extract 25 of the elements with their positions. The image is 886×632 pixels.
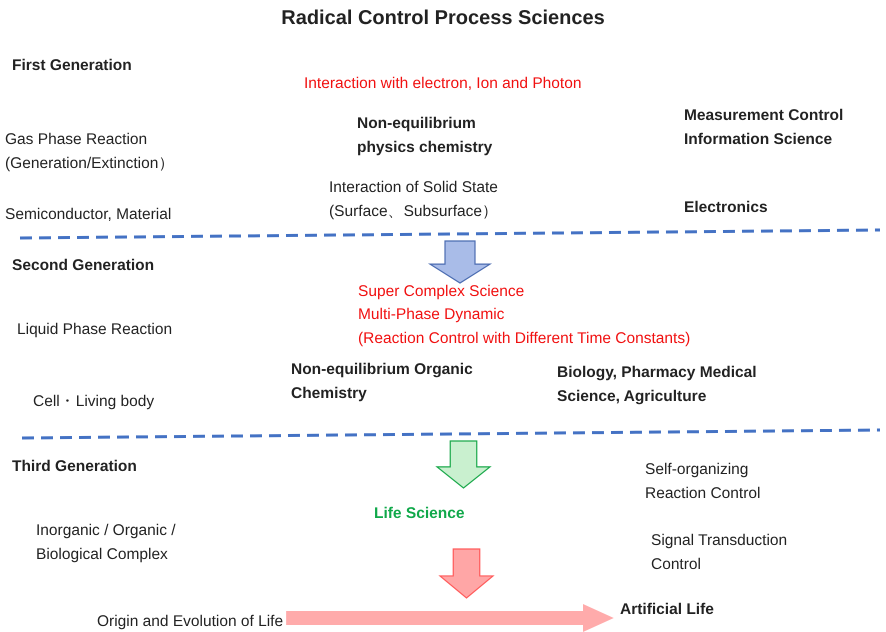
label-text: Super Complex Science	[358, 282, 526, 302]
label-text: Interaction of Solid State (Surface、Subsurface）	[329, 178, 499, 222]
label-text: Gas Phase Reaction (Generation/Extinction）	[5, 130, 176, 174]
label-text: Inorganic / Organic / Biological Complex	[36, 521, 177, 565]
arrow	[286, 604, 614, 632]
generation-heading: First Generation	[12, 56, 133, 76]
label-text: Interaction with electron, Ion and Photon	[304, 74, 582, 94]
label-text: Cell・Living body	[33, 392, 156, 412]
label-text: (Reaction Control with Different Time Constants)	[358, 329, 692, 349]
label-text: Semiconductor, Material	[5, 205, 172, 225]
label-text: Multi-Phase Dynamic	[358, 305, 506, 325]
title: Radical Control Process Sciences	[280, 6, 606, 30]
label-text: Non-equilibrium physics chemistry	[357, 114, 494, 158]
label-text: Liquid Phase Reaction	[17, 320, 174, 340]
label-text: Biology, Pharmacy Medical Science, Agriculture	[557, 363, 758, 407]
label-text: Non-equilibrium Organic Chemistry	[291, 360, 474, 404]
generation-heading: Third Generation	[12, 457, 138, 477]
label-text: Self-organizing Reaction Control	[645, 460, 762, 504]
generation-heading: Second Generation	[12, 256, 156, 276]
label-text: Life Science	[374, 504, 466, 524]
label-text: Measurement Control Information Science	[684, 106, 844, 150]
concept-text: Artificial Life	[620, 598, 714, 622]
label-text: Signal Transduction Control	[651, 531, 788, 575]
label-text: Electronics	[684, 198, 769, 218]
concept-text: Origin and Evolution of Life	[97, 610, 284, 632]
